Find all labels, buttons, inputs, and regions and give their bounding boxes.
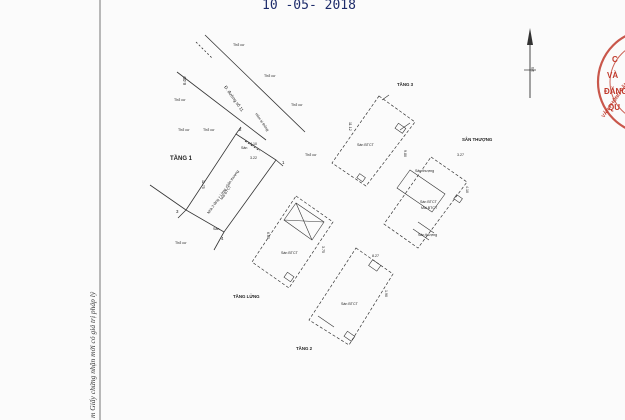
corner-2: 2 <box>239 127 242 132</box>
neighbor-label-6: Thổ cư <box>203 128 215 132</box>
lot-length: 11.75 <box>201 180 205 189</box>
floor3-outline <box>331 95 416 187</box>
floor2-outline <box>308 247 394 346</box>
floor2-details <box>317 259 382 342</box>
neighbor-label-7: Thổ cư <box>305 153 317 157</box>
lot-room-label-2: Sân <box>213 227 219 231</box>
floor2-title: TẦNG 2 <box>296 346 313 351</box>
corner-4: 4 <box>221 236 224 241</box>
svg-text:C: C <box>612 55 618 64</box>
corner-1: 1 <box>282 160 285 165</box>
mezzanine-details <box>283 202 325 283</box>
floor2-room: Sàn BTCT <box>341 302 359 306</box>
side-note: m Giấy chứng nhận mới có giá trị pháp lý <box>88 291 97 418</box>
mezzanine-outline <box>251 195 334 289</box>
lot-inner: 3.22 <box>250 156 257 160</box>
rooftop-dim-a: 3.27 <box>457 153 464 157</box>
date-stamp: 10 -05- 2018 <box>262 0 356 13</box>
corner-3: 3 <box>176 209 179 214</box>
neighbor-label-8: Thổ cư <box>175 241 187 245</box>
floor3-dim-b: 9.80 <box>403 150 407 157</box>
site-plan <box>149 34 306 251</box>
office-stamp: C VÀ ĐĂNG QU <box>596 35 625 129</box>
rooftop-room-c: Mái BTCT <box>421 206 438 210</box>
floor3-details <box>356 94 411 183</box>
neighbor-label-3: Thổ cư <box>174 98 186 102</box>
svg-text:ĐĂNG: ĐĂNG <box>604 87 625 96</box>
rooftop-outline <box>383 156 468 249</box>
mezzanine-room: Sàn BTCT <box>281 251 299 255</box>
mezzanine-dim-b: 3.75 <box>321 246 325 253</box>
neighbor-label-2: Thổ cư <box>264 74 276 78</box>
neighbor-label-5: Thổ cư <box>178 128 190 132</box>
floor2-dim-a: 8.27 <box>372 254 379 258</box>
floor3-room: Sàn BTCT <box>357 143 375 147</box>
rooftop-details <box>396 169 463 241</box>
road-width: 6.00 <box>182 76 187 85</box>
neighbor-label-1: Thổ cư <box>233 43 245 47</box>
scale-value: 1/5 <box>531 67 535 72</box>
mezzanine-dim-a: 6.65 <box>266 232 270 239</box>
svg-text:VÀ: VÀ <box>607 71 618 80</box>
north-arrow-icon <box>524 28 536 98</box>
stamp-top-text: VĂN PHÒNG ĐĂNG <box>599 76 625 119</box>
rooftop-dim-b: 4.10 <box>465 186 469 193</box>
floor3-dim-a: 11.12 <box>348 122 352 131</box>
mezzanine-title: TẦNG LỬNG <box>233 294 260 299</box>
lot-width: 4.10 <box>250 142 257 146</box>
rooftop-title: SÂN THƯỢNG <box>462 137 493 142</box>
rooftop-room-a: Sân thượng <box>415 169 434 173</box>
road-label: Đ. đường số 11 <box>223 85 245 113</box>
alley-label: Hẻm ki thông <box>254 112 269 132</box>
rooftop-room-b: Sàn BTCT <box>420 200 438 204</box>
floor2-dim-b: 1.90 <box>384 290 388 297</box>
svg-text:QU: QU <box>608 103 620 112</box>
lot-room-label: Sân <box>241 146 247 150</box>
rooftop-room-d: Sân thượng <box>418 233 437 237</box>
floor3-title: TẦNG 3 <box>397 82 414 87</box>
neighbor-label-4: Thổ cư <box>291 103 303 107</box>
floor1-title: TẦNG 1 <box>170 155 193 162</box>
